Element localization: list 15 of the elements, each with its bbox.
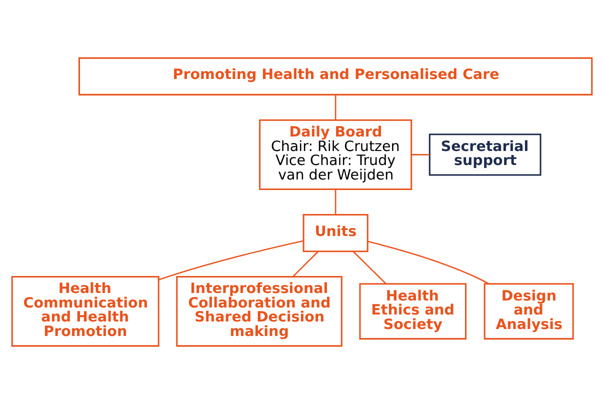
node-box: Daily Board Chair: Rik Crutzen Vice Chair: Trudy van der Weijden [259,118,412,190]
connector [352,250,386,284]
connector [334,94,336,120]
connector [334,188,336,214]
node-box: Promoting Health and Personalised Care [78,56,593,95]
connector [412,154,430,155]
node-box: Units [302,213,368,252]
node-box: Design and Analysis [484,282,574,340]
node-box: Health Communication and Health Promotion [11,276,160,346]
connector [292,250,319,276]
connector [158,240,304,280]
connector [368,240,490,284]
node-box: Interprofessional Collaboration and Shared Decision making [176,276,342,346]
node-box: Secretarial support [428,133,542,176]
node-box: Health Ethics and Society [359,282,467,340]
